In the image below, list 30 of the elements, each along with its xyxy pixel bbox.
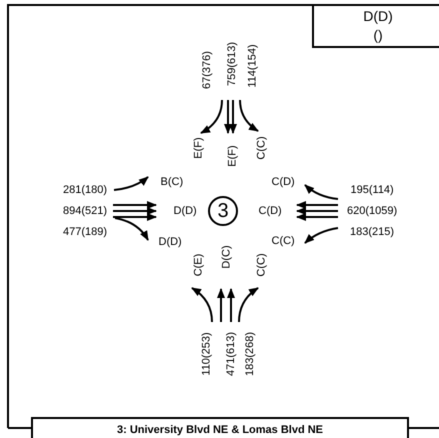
volume-label: 281(180) xyxy=(63,184,108,196)
los-label: C(C) xyxy=(255,253,268,277)
los-label: C(E) xyxy=(192,254,204,276)
volume-label: 477(189) xyxy=(63,226,108,238)
los-label: E(F) xyxy=(192,137,204,159)
los-label: D(C) xyxy=(220,245,232,269)
volume-label: 620(1059) xyxy=(347,205,398,217)
los-label: C(D) xyxy=(258,205,282,217)
los-label: D(D) xyxy=(158,236,182,248)
volume-label: 894(521) xyxy=(63,205,108,217)
volume-label: 114(154) xyxy=(246,44,258,88)
volume-label: 183(268) xyxy=(244,332,256,376)
volume-label: 110(253) xyxy=(200,332,212,376)
los-label: D(D) xyxy=(174,205,197,217)
los-label: B(C) xyxy=(160,176,184,188)
volume-label: 471(613) xyxy=(225,332,238,376)
intersection-number: 3 xyxy=(216,199,230,224)
info-text: () xyxy=(372,26,384,45)
intersection-circle xyxy=(208,196,238,226)
volume-label: 67(376) xyxy=(200,51,213,89)
los-label: C(C) xyxy=(272,235,295,247)
info-text: D(D) xyxy=(362,7,394,26)
los-label: E(F) xyxy=(226,145,238,167)
volume-label: 759(613) xyxy=(226,42,238,86)
volume-label: 183(215) xyxy=(350,226,394,238)
title-box: 3: University Blvd NE & Lomas Blvd NE xyxy=(31,417,409,438)
los-label: C(D) xyxy=(272,176,295,188)
volume-label: 195(114) xyxy=(350,184,394,196)
los-label: C(C) xyxy=(255,136,268,160)
info-box xyxy=(312,6,439,48)
